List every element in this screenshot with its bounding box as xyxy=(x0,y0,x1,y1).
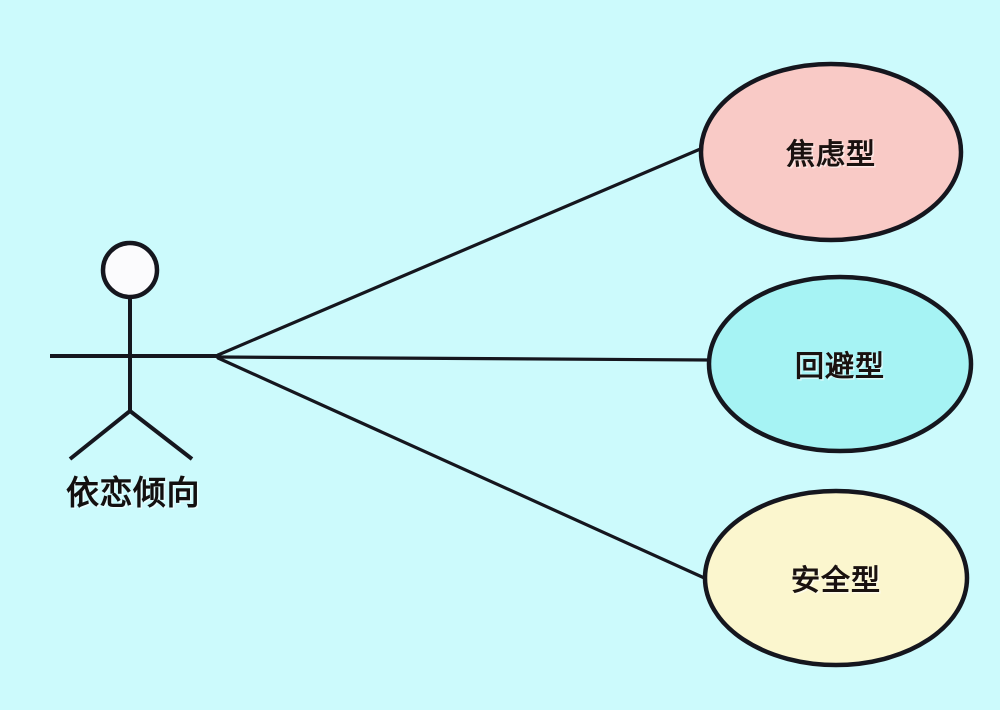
usecase-ellipse-avoidant[interactable] xyxy=(706,274,974,454)
actor-head-circle xyxy=(100,240,160,300)
usecase-label-avoidant: 回避型 xyxy=(794,349,886,383)
usecase-label-anxious: 焦虑型 xyxy=(785,137,877,171)
actor-right-leg-line xyxy=(128,409,194,461)
connector-line-secure xyxy=(216,356,713,583)
actor-stick-figure[interactable] xyxy=(50,240,218,461)
connector-line-anxious xyxy=(216,145,707,357)
connector-line-avoidant xyxy=(216,355,712,362)
actor-left-leg-line xyxy=(68,409,132,461)
usecase-ellipse-anxious[interactable] xyxy=(698,61,964,243)
usecase-label-secure: 安全型 xyxy=(790,563,882,597)
usecase-ellipse-secure[interactable] xyxy=(702,488,970,668)
actor-label: 依恋倾向 xyxy=(66,473,200,512)
